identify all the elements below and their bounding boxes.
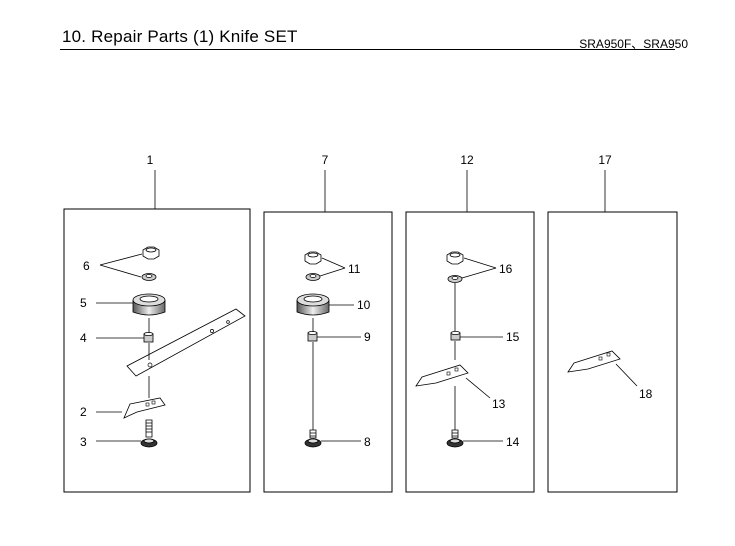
callout-11: 11 bbox=[348, 262, 361, 276]
callout-4: 4 bbox=[80, 331, 87, 345]
callout-6: 6 bbox=[83, 259, 90, 273]
model-codes: SRA950F、SRA950 bbox=[579, 37, 688, 51]
set-17-frame bbox=[547, 211, 678, 493]
header-rule bbox=[60, 49, 675, 50]
washer-icon bbox=[305, 273, 321, 281]
callout-2: 2 bbox=[80, 405, 87, 419]
set-1-frame bbox=[63, 208, 251, 493]
collar-icon bbox=[143, 331, 154, 343]
callout-3: 3 bbox=[80, 435, 87, 449]
callout-14: 14 bbox=[506, 435, 520, 449]
knife-set-17: 17 18 bbox=[547, 153, 678, 493]
callout-16: 16 bbox=[499, 262, 513, 276]
bolt-icon bbox=[304, 429, 322, 448]
washer-icon bbox=[141, 273, 157, 281]
nut-icon bbox=[446, 251, 464, 265]
callout-9: 9 bbox=[364, 330, 371, 344]
small-blade-icon bbox=[567, 350, 621, 373]
blade-icon bbox=[126, 308, 246, 377]
collar-icon bbox=[307, 330, 318, 342]
knife-set-7: 7 11 10 9 bbox=[263, 153, 393, 493]
small-blade-icon bbox=[415, 364, 469, 387]
callout-15: 15 bbox=[506, 330, 520, 344]
nut-icon bbox=[304, 251, 322, 265]
callout-13: 13 bbox=[492, 397, 506, 411]
set-12-frame bbox=[405, 211, 535, 493]
set-number-12: 12 bbox=[460, 153, 474, 167]
small-blade-icon bbox=[123, 397, 166, 419]
nut-icon bbox=[142, 246, 160, 260]
set-number-17: 17 bbox=[598, 153, 612, 167]
callout-5: 5 bbox=[80, 296, 87, 310]
blade-holder-icon bbox=[296, 293, 330, 316]
callout-10: 10 bbox=[357, 298, 371, 312]
washer-icon bbox=[447, 275, 463, 283]
bolt-icon bbox=[446, 429, 464, 448]
knife-set-12: 12 16 15 13 bbox=[405, 153, 535, 493]
callout-18: 18 bbox=[639, 387, 653, 401]
collar-icon bbox=[450, 330, 461, 341]
set-number-1: 1 bbox=[147, 153, 154, 167]
set-number-7: 7 bbox=[322, 153, 329, 167]
page-title: 10. Repair Parts (1) Knife SET bbox=[62, 27, 298, 46]
knife-set-1: 1 6 5 4 bbox=[63, 153, 251, 493]
bolt-icon bbox=[140, 419, 158, 448]
set-7-frame bbox=[263, 211, 393, 493]
blade-holder-icon bbox=[132, 293, 166, 316]
callout-8: 8 bbox=[364, 435, 371, 449]
